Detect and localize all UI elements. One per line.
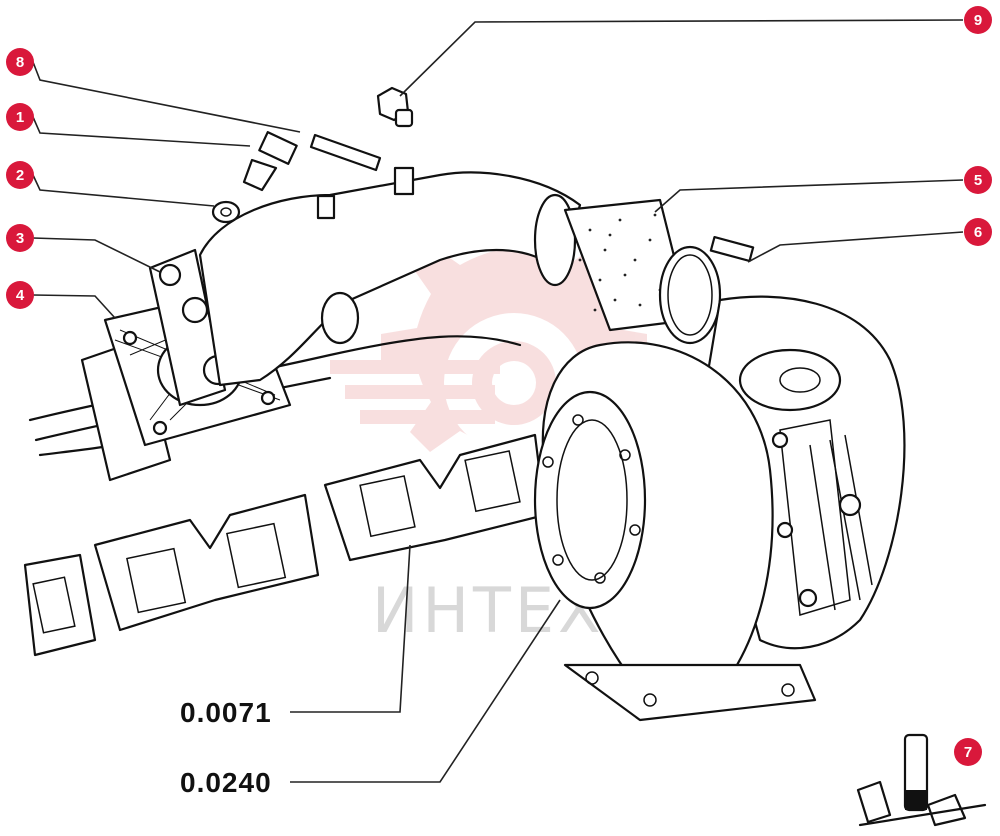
svg-text:7: 7 <box>964 744 972 761</box>
svg-text:8: 8 <box>16 54 24 71</box>
callout-5[interactable]: 5 <box>964 166 992 194</box>
callout-7[interactable]: 7 <box>954 738 982 766</box>
callout-6[interactable]: 6 <box>964 218 992 246</box>
hose-clamp <box>658 235 755 345</box>
callout-2[interactable]: 2 <box>6 161 34 189</box>
svg-text:4: 4 <box>16 287 25 304</box>
svg-text:1: 1 <box>16 109 24 126</box>
svg-text:2: 2 <box>16 167 24 184</box>
sealant-kit <box>856 733 987 827</box>
leader-lines <box>32 19 964 783</box>
reference-label-0240[interactable]: 0.0240 <box>180 767 272 798</box>
svg-text:3: 3 <box>16 230 24 247</box>
reference-label-0071[interactable]: 0.0071 <box>180 697 272 728</box>
washer-part <box>211 200 241 224</box>
svg-text:9: 9 <box>974 12 982 29</box>
nut-part <box>376 86 414 128</box>
bellows-sleeve <box>533 193 692 332</box>
bolt-part <box>242 131 298 192</box>
callout-4[interactable]: 4 <box>6 281 34 309</box>
svg-text:6: 6 <box>974 224 982 241</box>
callout-3[interactable]: 3 <box>6 224 34 252</box>
callout-1[interactable]: 1 <box>6 103 34 131</box>
turbocharger <box>533 295 906 722</box>
svg-text:5: 5 <box>974 172 982 189</box>
stud-part <box>309 133 382 172</box>
callout-9[interactable]: 9 <box>964 6 992 34</box>
exhaust-elbow <box>148 166 582 407</box>
callout-8[interactable]: 8 <box>6 48 34 76</box>
